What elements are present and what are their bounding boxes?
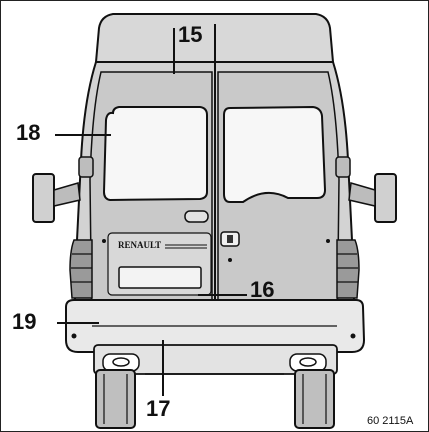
license-plate <box>118 266 202 289</box>
left-wheel <box>95 369 136 429</box>
right-wheel <box>294 369 335 429</box>
badge-text: RENAULT <box>118 240 161 250</box>
callout-19: 19 <box>12 309 37 334</box>
door-handle <box>184 210 209 223</box>
right-tail-light <box>336 239 360 299</box>
callout-16: 16 <box>250 277 275 302</box>
callout-15: 15 <box>178 22 203 47</box>
left-tail-light <box>69 239 93 299</box>
callout-18: 18 <box>16 120 41 145</box>
left-mirror <box>32 173 55 223</box>
callout-17: 17 <box>146 396 171 421</box>
right-mirror <box>374 173 397 223</box>
reference-code: 60 2115A <box>367 415 414 427</box>
right-rear-window <box>223 105 327 203</box>
left-rear-window <box>102 106 208 202</box>
